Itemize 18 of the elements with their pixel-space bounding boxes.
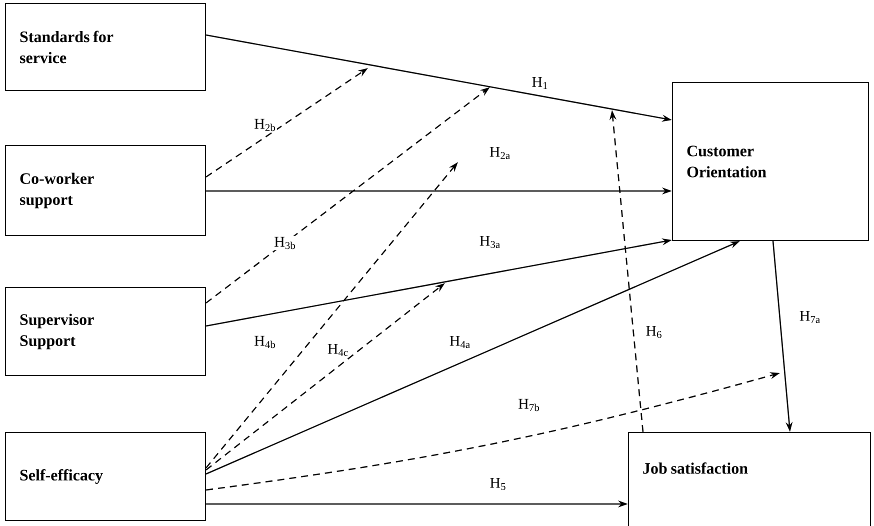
edge-label: H$_{2a}$	[488, 146, 512, 160]
variable-box: Standards for service	[5, 3, 206, 91]
edge-label: H$_{3a}$	[478, 234, 502, 250]
variable-box: Job satisfaction	[628, 432, 871, 526]
variable-box: Self-efficacy	[5, 432, 206, 521]
edge-label: H$_{6}$	[644, 324, 664, 340]
variable-box: Supervisor Support	[5, 287, 206, 376]
edge-label: H$_{7a}$	[798, 310, 822, 324]
edge-label: H$_{2b}$	[253, 118, 277, 132]
edge-label: H$_{7b}$	[517, 398, 541, 412]
variable-box: Co-worker support	[5, 145, 206, 236]
edge-label: H$_{4b}$	[253, 334, 277, 350]
edge-label: H$_{4a}$	[448, 334, 472, 350]
edge-label: H$_{4c}$	[326, 342, 350, 358]
variable-box: Customer Orientation	[672, 82, 869, 241]
edge-label: H$_{1}$	[530, 76, 550, 90]
edge-label: H$_{5}$	[488, 476, 508, 492]
edge-label: H$_{3b}$	[273, 236, 297, 250]
